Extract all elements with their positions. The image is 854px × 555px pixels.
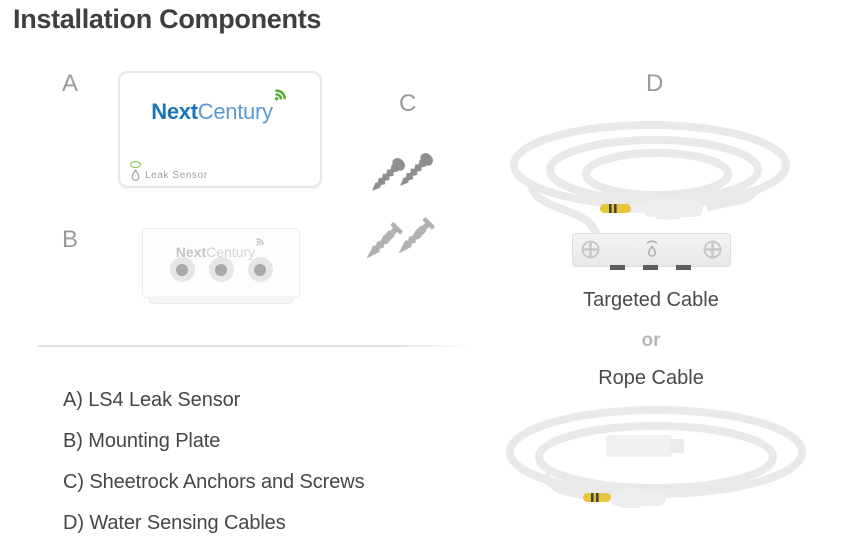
plate-hole bbox=[247, 257, 273, 282]
plate-hole-center bbox=[215, 263, 227, 276]
led-indicator bbox=[130, 161, 141, 168]
targeted-sensor-bar bbox=[572, 233, 731, 267]
part-label-b: B bbox=[62, 226, 79, 253]
sensing-contact bbox=[643, 265, 658, 270]
sensing-contact bbox=[610, 265, 625, 270]
rope-cable-caption: Rope Cable bbox=[598, 367, 704, 389]
water-drop-sensing-icon bbox=[646, 240, 657, 257]
logo-century-text: Century bbox=[206, 244, 256, 260]
leak-sensor-device-illustration: NextCentury Leak Sensor bbox=[114, 71, 326, 188]
plate-hole bbox=[208, 257, 234, 282]
targeted-cable-caption: Targeted Cable bbox=[583, 289, 719, 311]
plate-hole-center bbox=[176, 263, 188, 276]
rope-cable-illustration bbox=[506, 406, 806, 508]
logo-century-text: Century bbox=[197, 99, 273, 124]
water-drop-icon bbox=[131, 169, 140, 181]
wifi-signal-icon bbox=[274, 89, 286, 101]
leak-indicator-stack bbox=[130, 161, 141, 181]
leak-sensor-caption-row: Leak Sensor bbox=[130, 161, 208, 181]
nextcentury-logo-embossed: NextCentury bbox=[143, 236, 299, 262]
legend-item-a: A) LS4 Leak Sensor bbox=[63, 389, 241, 411]
logo-next-text: Next bbox=[151, 99, 198, 124]
page-title: Installation Components bbox=[13, 4, 322, 34]
nextcentury-logo: NextCentury bbox=[120, 86, 320, 125]
phillips-screw-icon bbox=[581, 240, 600, 259]
part-label-c: C bbox=[399, 90, 417, 117]
part-label-d: D bbox=[646, 70, 664, 97]
phillips-screw-icon bbox=[703, 240, 722, 259]
plate-holes bbox=[143, 257, 299, 282]
logo-next-text: Next bbox=[175, 244, 207, 260]
plate-hole bbox=[169, 257, 195, 282]
audio-jack-connector bbox=[600, 197, 703, 220]
screw-icon bbox=[400, 152, 434, 186]
mounting-plate-illustration: NextCentury bbox=[142, 228, 300, 304]
or-text: or bbox=[641, 330, 661, 351]
legend-item-c: C) Sheetrock Anchors and Screws bbox=[63, 471, 365, 493]
leak-sensor-caption: Leak Sensor bbox=[145, 170, 208, 181]
wifi-signal-icon bbox=[256, 238, 265, 246]
section-divider bbox=[38, 345, 470, 347]
sheetrock-anchor-icon bbox=[398, 217, 435, 254]
rope-cable-connector bbox=[606, 435, 684, 457]
legend-item-d: D) Water Sensing Cables bbox=[63, 512, 286, 534]
part-label-a: A bbox=[62, 70, 79, 97]
targeted-cable-illustration bbox=[510, 121, 790, 238]
sheetrock-anchor-icon bbox=[366, 222, 403, 259]
legend-item-b: B) Mounting Plate bbox=[63, 430, 221, 452]
audio-jack-connector bbox=[583, 488, 666, 508]
sensing-contact bbox=[676, 265, 691, 270]
screw-icon bbox=[372, 157, 406, 191]
plate-hole-center bbox=[254, 263, 266, 276]
